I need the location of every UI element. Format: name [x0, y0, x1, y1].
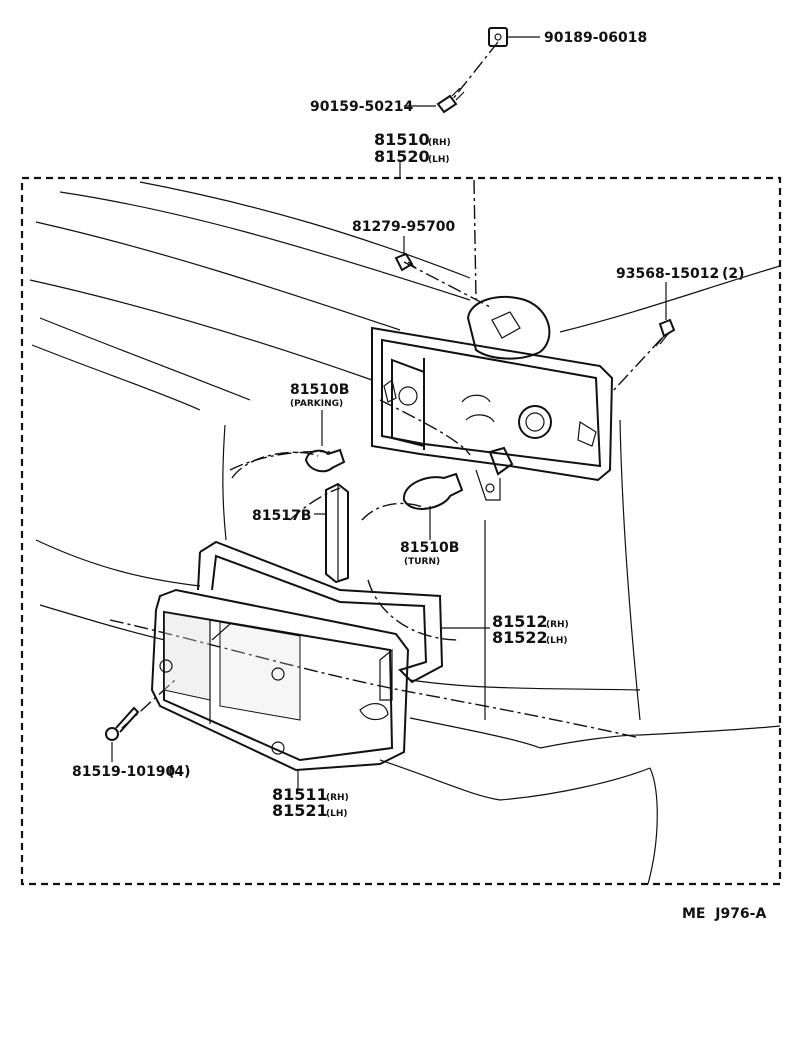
- assembly-frame: [20, 176, 782, 886]
- label-lens-rh-side: (RH): [326, 793, 349, 803]
- label-lens-lh: 81521: [272, 801, 328, 820]
- label-gasket-rh-side: (RH): [546, 620, 569, 630]
- label-lens-screw-qty: (4): [168, 764, 191, 780]
- label-gasket-lh-side: (LH): [546, 636, 568, 646]
- label-bulb-parking: 81510B: [290, 382, 349, 398]
- clip-part: [488, 27, 508, 47]
- reflector-part: [325, 482, 349, 584]
- label-bolt-right: 93568-15012: [616, 266, 719, 282]
- label-socket-screw: 81279-95700: [352, 219, 455, 235]
- label-lens-rh: 81511: [272, 785, 328, 804]
- label-assy-lh: 81520: [374, 147, 430, 166]
- label-lens-screw: 81519-10190: [72, 764, 175, 780]
- lamp-housing: [371, 295, 614, 501]
- label-bulb-turn: 81510B: [400, 540, 459, 556]
- label-reflector: 81517B: [252, 508, 311, 524]
- label-assy-rh-side: (RH): [428, 138, 451, 148]
- socket-screw-part: [394, 252, 417, 272]
- lens-screw-part: [105, 706, 140, 741]
- label-bolt-right-qty: (2): [722, 266, 745, 282]
- label-lens-lh-side: (LH): [326, 809, 348, 819]
- label-assy-rh: 81510: [374, 130, 430, 149]
- part-labels: 90189-06018 90159-50214 81510 (RH) 81520…: [72, 30, 766, 922]
- label-bulb-parking-note: (PARKING): [290, 399, 343, 409]
- bolt-right-part: [655, 318, 676, 347]
- label-bulb-turn-note: (TURN): [404, 557, 440, 567]
- assembly-leaders: [109, 41, 663, 739]
- label-clip: 90189-06018: [544, 30, 647, 46]
- lens-part: [150, 588, 410, 772]
- label-gasket-lh: 81522: [492, 628, 548, 647]
- vehicle-body-contours: [29, 181, 781, 885]
- label-screw-top: 90159-50214: [310, 99, 413, 115]
- figure-code: ME J976-A: [682, 906, 766, 922]
- label-assy-lh-side: (LH): [428, 155, 450, 165]
- parking-bulb: [304, 448, 346, 473]
- screw-top-part: [436, 87, 465, 114]
- turn-bulb: [402, 472, 464, 510]
- label-gasket-rh: 81512: [492, 612, 548, 631]
